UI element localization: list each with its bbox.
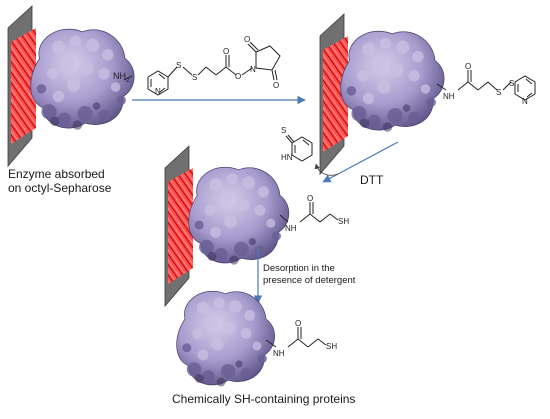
- sulfur-1: S: [176, 61, 181, 70]
- spdp-atom-labels: N S S O O N O O: [155, 35, 279, 96]
- thiolated-enzyme-middle: NH O SH: [164, 145, 349, 307]
- carbonyl-o: O: [223, 47, 229, 56]
- reaction-arrow-2: [322, 141, 399, 183]
- amine-bond: [123, 75, 133, 81]
- adsorbed-enzyme-top-left: NH2: [7, 5, 135, 167]
- succinimide-ring: [255, 45, 281, 71]
- amide-nh-3: NH: [273, 349, 285, 358]
- sulfur-4: S: [509, 79, 514, 88]
- nh2-group: NH2: [113, 71, 130, 84]
- amide-nh: NH: [443, 92, 455, 101]
- succinimide-o-bottom: O: [273, 81, 279, 90]
- spdp-reagent: [147, 41, 281, 96]
- final-caption: Chemically SH-containing proteins: [172, 392, 356, 406]
- pyridine-n: N: [155, 87, 161, 96]
- pyridinethione-byproduct: [285, 134, 313, 162]
- byproduct-release-arrow: [314, 163, 339, 176]
- thiol-sh: SH: [338, 217, 349, 226]
- dtt-label: DTT: [360, 173, 384, 187]
- amide-nh-2: NH: [285, 224, 297, 233]
- sulfur-2: S: [192, 73, 197, 82]
- sulfur-3: S: [496, 88, 501, 97]
- pyridine-ring-2: [514, 75, 536, 101]
- thiol-sh-2: SH: [326, 342, 337, 351]
- desorption-label-line1: Desorption in the: [263, 263, 335, 274]
- amide-o: O: [465, 62, 471, 71]
- pyridine-ring: [147, 70, 169, 96]
- step1-caption-line1: Enzyme absorbed: [8, 167, 105, 181]
- enzyme-protein-3: [188, 166, 290, 266]
- ester-o: O: [235, 72, 241, 81]
- free-thiolated-protein: NH O SH: [176, 290, 337, 387]
- desorption-label-line2: presence of detergent: [263, 275, 356, 286]
- step1-caption-line2: on octyl-Sepharose: [8, 181, 112, 195]
- succinimide-o-top: O: [244, 35, 250, 44]
- pyridinethione-labels: S HN: [281, 126, 293, 162]
- enzyme-protein-4: [176, 290, 276, 387]
- modified-enzyme-top-right: NH O S S N: [319, 13, 536, 175]
- succinimide-n: N: [250, 65, 256, 74]
- amide-o-3: O: [295, 319, 301, 328]
- thione-s: S: [281, 126, 286, 135]
- enzyme-protein-2: [340, 30, 445, 133]
- thione-hn: HN: [281, 153, 293, 162]
- amide-o-2: O: [307, 194, 313, 203]
- pyridine-n-2: N: [522, 97, 528, 106]
